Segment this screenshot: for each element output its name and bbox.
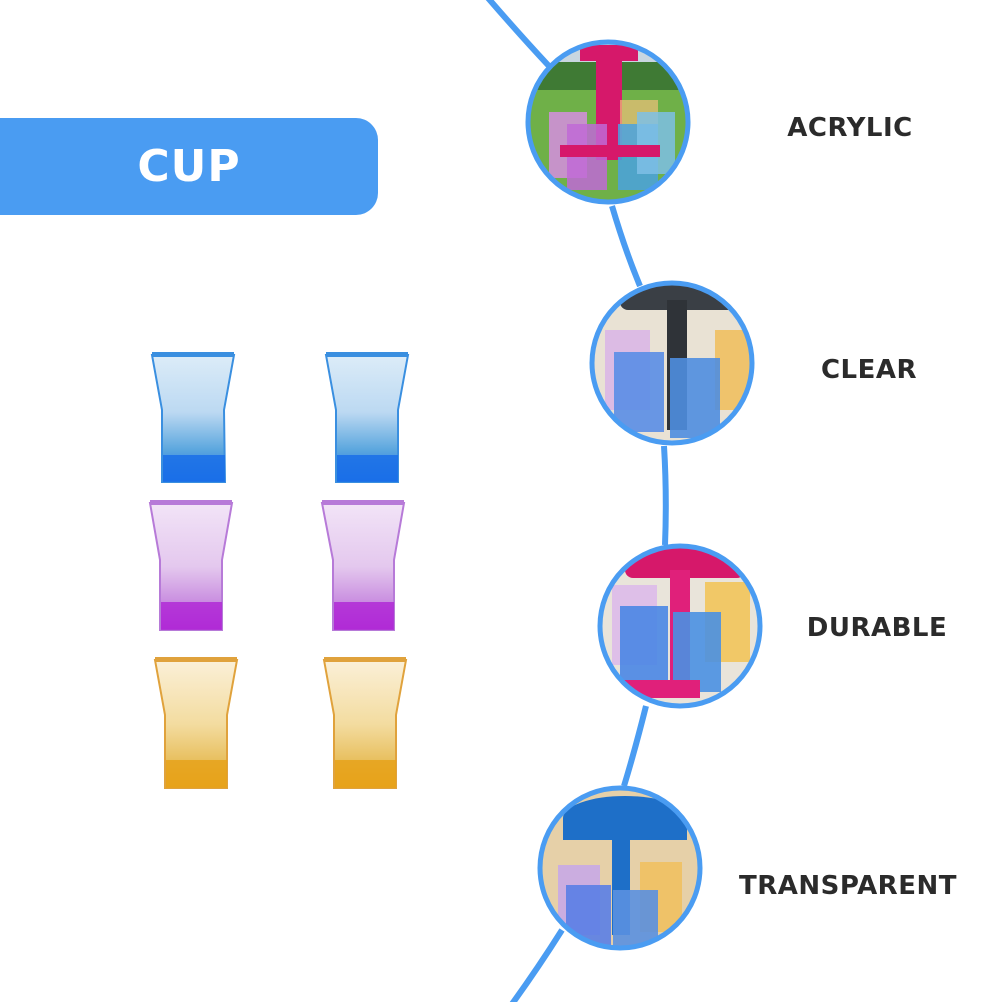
acrylic-photo [525,39,691,205]
durable-photo [597,543,763,709]
shot-glass-purple-right [320,500,406,631]
clear-photo [589,280,755,446]
shot-glass-amber-left [153,657,239,789]
feature-label-transparent: TRANSPARENT [739,871,957,901]
shot-glass-purple-left [148,500,234,631]
feature-label-durable: DURABLE [806,613,948,643]
feature-label-clear: CLEAR [820,355,918,385]
feature-label-acrylic: ACRYLIC [787,113,913,143]
banner-title: CUP [137,141,241,192]
shot-glass-blue-left [150,352,236,483]
transparent-photo [537,785,703,951]
category-banner: CUP [0,118,378,215]
shot-glass-amber-right [322,657,408,789]
shot-glass-blue-right [324,352,410,483]
